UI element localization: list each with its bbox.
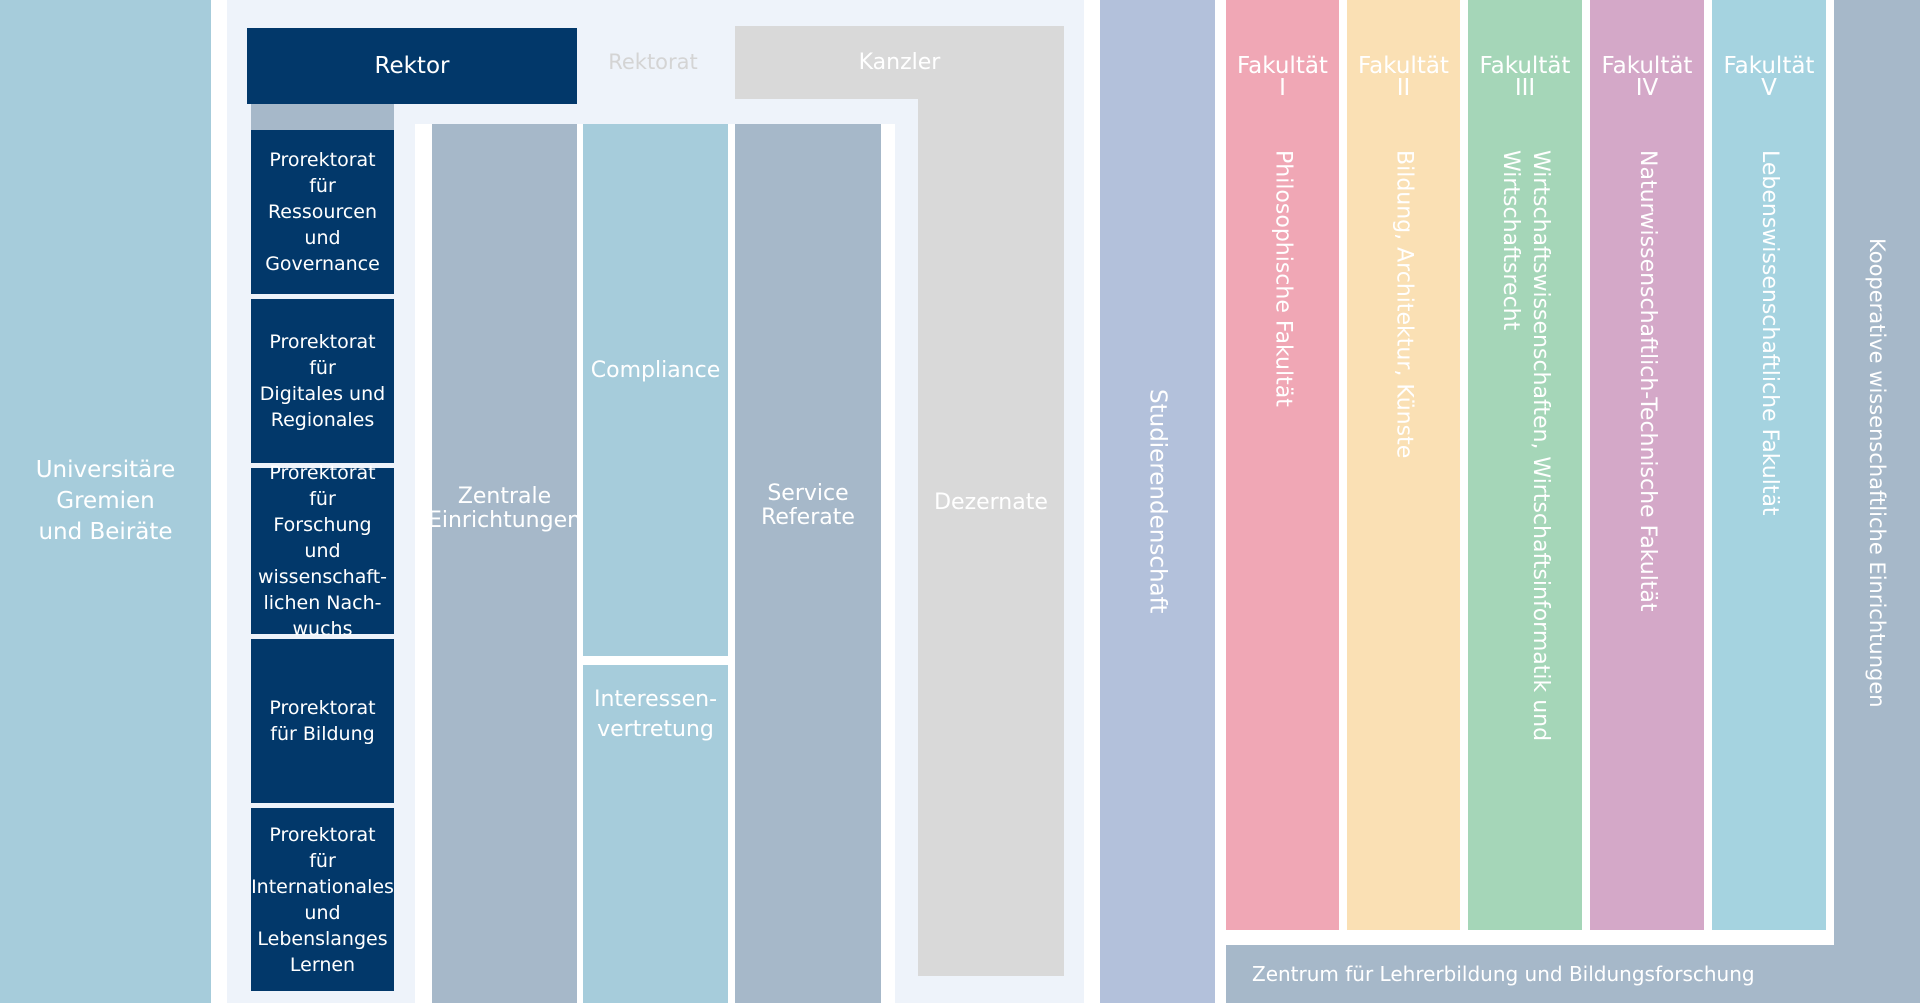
studierendenschaft-label: Studierendenschaft <box>1144 389 1171 614</box>
prorektorat-forschung: Prorektorat für Forschung und wissenscha… <box>251 462 394 640</box>
prorektorat-bildung: Prorektorat für Bildung <box>251 639 394 803</box>
studierendenschaft-box: Studierendenschaft <box>1100 0 1215 1003</box>
interessenvertretung-box: Interessen- vertretung <box>583 665 728 1003</box>
fakultaet-5: Fakultät V Lebenswissenschaftliche Fakul… <box>1712 0 1826 930</box>
kooperative-einrichtungen-box: Kooperative wissenschaftliche Einrichtun… <box>1834 0 1920 945</box>
prorektorat-internationales: Prorektorat für Internationales und Lebe… <box>251 808 394 991</box>
zentrum-lehrerbildung-box: Zentrum für Lehrerbildung und Bildungsfo… <box>1226 945 1920 1003</box>
fakultaet-1-number: Fakultät I <box>1237 53 1328 101</box>
fakultaet-3-name: Wirtschaftswissenschaften, Wirtschaftsin… <box>1498 150 1553 742</box>
fakultaet-4-number: Fakultät IV <box>1601 53 1693 101</box>
kanzler-box: Kanzler <box>735 26 1064 99</box>
kooperative-einrichtungen-label: Kooperative wissenschaftliche Einrichtun… <box>1865 237 1889 708</box>
fakultaet-5-name: Lebenswissenschaftliche Fakultät <box>1757 150 1782 516</box>
fakultaet-3: Fakultät III Wirtschaftswissenschaften, … <box>1468 0 1582 930</box>
fakultaet-1-name: Philosophische Fakultät <box>1270 150 1296 407</box>
service-referate-box: Service Referate <box>735 124 881 1003</box>
rektor-label: Rektor <box>374 53 450 79</box>
universitaere-gremien-label: Universitäre Gremien und Beiräte <box>35 457 176 545</box>
fakultaet-5-number: Fakultät V <box>1723 53 1815 101</box>
rektorat-title: Rektorat <box>608 50 698 74</box>
prorektorat-ressourcen: Prorektorat für Ressourcen und Governanc… <box>251 130 394 294</box>
compliance-label: Compliance <box>590 357 721 383</box>
compliance-box: Compliance <box>583 124 728 656</box>
fakultaet-1: Fakultät I Philosophische Fakultät <box>1226 0 1339 930</box>
interessenvertretung-label: Interessen- vertretung <box>593 687 718 742</box>
zentrale-einrichtungen-label: Zentrale Einrichtungen <box>427 483 582 533</box>
fakultaet-4: Fakultät IV Naturwissenschaftlich-Techni… <box>1590 0 1704 930</box>
dezernate-label: Dezernate <box>934 490 1048 515</box>
service-referate-label: Service Referate <box>761 481 855 530</box>
rektor-box: Rektor <box>247 28 577 104</box>
fakultaet-2: Fakultät II Bildung, Architektur, Künste <box>1347 0 1460 930</box>
rektor-connector <box>251 104 394 130</box>
kanzler-label: Kanzler <box>858 50 941 75</box>
universitaere-gremien-box: Universitäre Gremien und Beiräte <box>0 0 211 1003</box>
dezernate-box: Dezernate <box>918 99 1064 976</box>
fakultaet-3-number: Fakultät III <box>1479 53 1571 101</box>
fakultaet-4-name: Naturwissenschaftlich-Technische Fakultä… <box>1635 150 1660 612</box>
prorektorat-digitales: Prorektorat für Digitales und Regionales <box>251 299 394 463</box>
fakultaet-2-name: Bildung, Architektur, Künste <box>1391 150 1417 459</box>
zentrum-lehrerbildung-label: Zentrum für Lehrerbildung und Bildungsfo… <box>1252 962 1755 986</box>
zentrale-einrichtungen-box: Zentrale Einrichtungen <box>428 124 581 1003</box>
fakultaet-2-number: Fakultät II <box>1358 53 1449 101</box>
